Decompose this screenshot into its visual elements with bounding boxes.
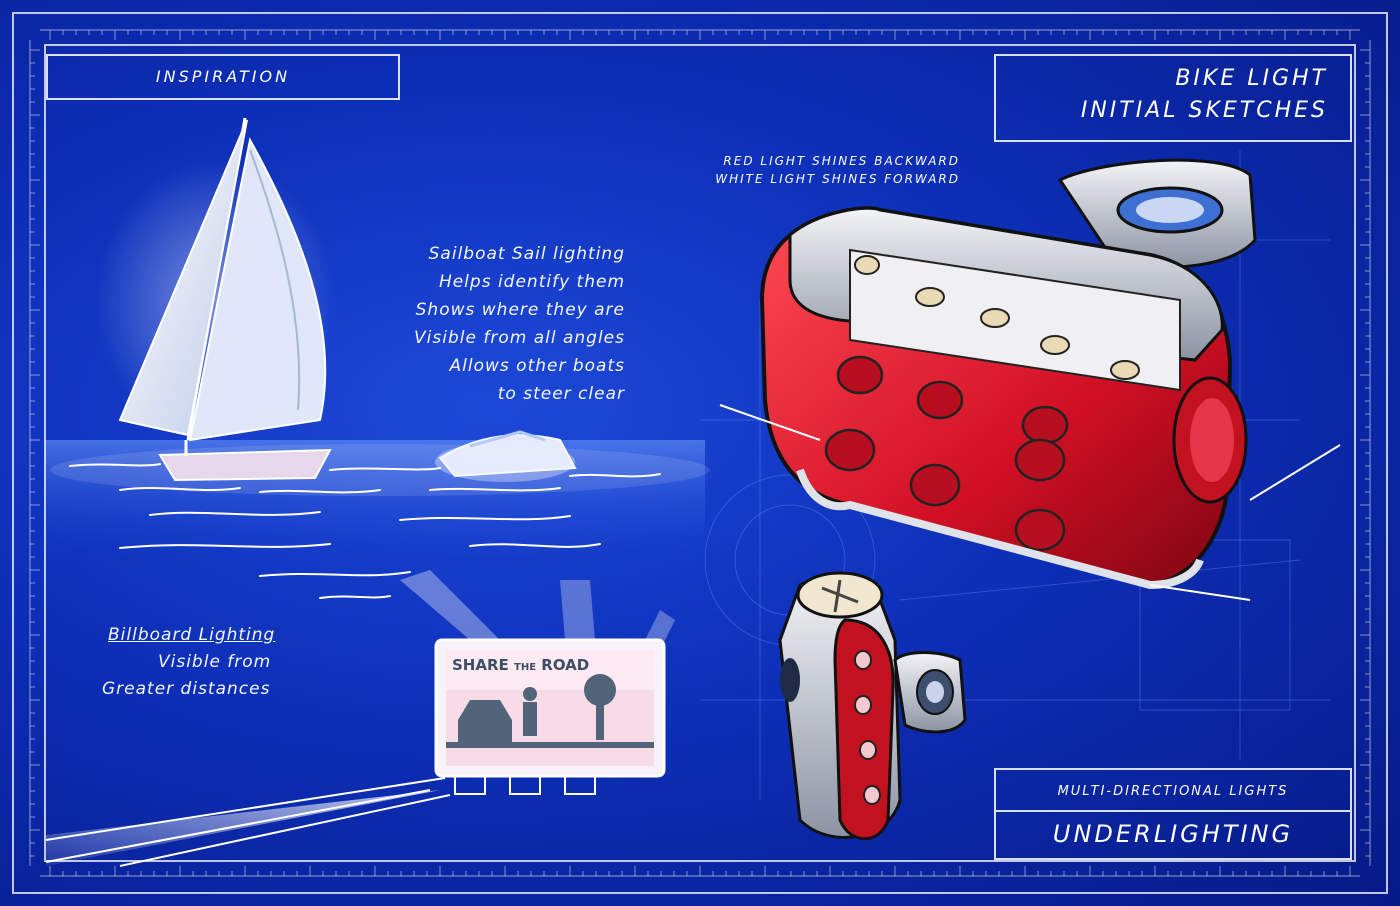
sailboat-note-6: to steer clear	[497, 384, 625, 404]
sailboat-note-1: Sailboat Sail lighting	[428, 244, 625, 264]
billboard-note-2: Visible from	[158, 652, 272, 672]
inner-frame	[44, 44, 1356, 862]
motorboat-sketch	[435, 430, 577, 482]
light-beam	[46, 790, 440, 866]
light-direction-note: RED LIGHT SHINES BACKWARD WHITE LIGHT SH…	[640, 152, 960, 188]
billboard-sketch	[434, 638, 666, 795]
box-divider	[996, 810, 1350, 812]
inspiration-label: INSPIRATION	[155, 67, 291, 86]
sailboat-note-3: Shows where they are	[415, 300, 625, 320]
multi-directional-label: MULTI-DIRECTIONAL LIGHTS	[1057, 784, 1289, 799]
underlight-sketch	[778, 571, 967, 841]
light-note-line-2: WHITE LIGHT SHINES FORWARD	[715, 172, 960, 186]
billboard-note-1: Billboard Lighting	[108, 625, 276, 645]
outer-frame	[12, 12, 1388, 894]
light-note-line-1: RED LIGHT SHINES BACKWARD	[723, 154, 960, 168]
sailboat-note-2: Helps identify them	[438, 272, 625, 292]
inspiration-box: INSPIRATION	[46, 54, 400, 100]
title-box: BIKE LIGHT INITIAL SKETCHES	[994, 54, 1352, 142]
underlighting-label: UNDERLIGHTING	[1052, 820, 1294, 848]
billboard-note-3: Greater distances	[102, 679, 271, 699]
sailboat-note-5: Allows other boats	[449, 356, 625, 376]
underlighting-box: MULTI-DIRECTIONAL LIGHTS UNDERLIGHTING	[994, 768, 1352, 860]
sailboat-sketch	[118, 117, 332, 482]
water-ripples	[69, 463, 661, 599]
title-line-2: INITIAL SKETCHES	[1080, 98, 1328, 123]
beam-lines	[45, 777, 451, 867]
sailboat-note-4: Visible from all angles	[414, 328, 625, 348]
billboard-word-road: ROAD	[541, 656, 590, 674]
billboard-sign-text: SHARE THE ROAD	[452, 656, 652, 674]
billboard-word-the: THE	[514, 662, 537, 673]
billboard-word-share: SHARE	[452, 656, 509, 674]
title-line-1: BIKE LIGHT	[1175, 66, 1328, 91]
sailboat-notes: Sailboat Sail lighting Helps identify th…	[340, 240, 625, 408]
billboard-notes: Billboard Lighting Visible from Greater …	[96, 622, 336, 703]
rear-light-sketch	[719, 158, 1341, 601]
